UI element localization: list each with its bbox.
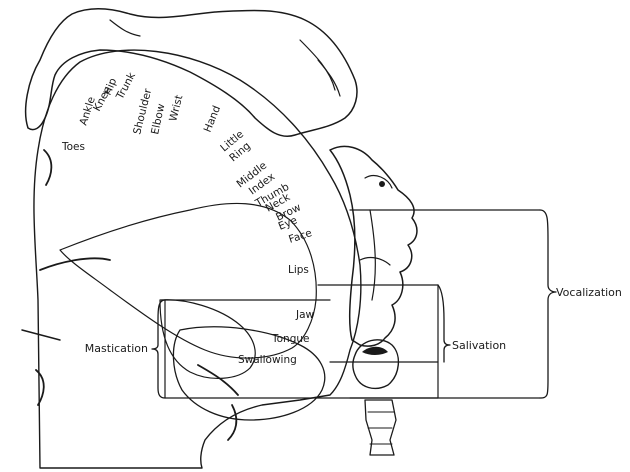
function-labels: Vocalization Salivation Mastication: [85, 286, 622, 355]
label-jaw: Jaw: [295, 309, 315, 321]
label-wrist: Wrist: [167, 94, 185, 123]
label-swallowing: Swallowing: [238, 354, 297, 366]
label-lips: Lips: [288, 264, 309, 276]
homunculus-figure: [24, 8, 418, 456]
label-trunk: Trunk: [114, 70, 139, 103]
vocalization-label: Vocalization: [556, 286, 622, 299]
mastication-label: Mastication: [85, 342, 148, 355]
label-elbow: Elbow: [149, 102, 167, 135]
connector-lines: [151, 209, 557, 399]
cortex-section: [21, 49, 362, 469]
label-toes: Toes: [61, 141, 85, 153]
label-face: Face: [287, 227, 313, 246]
label-tongue: Tongue: [271, 333, 310, 345]
salivation-label: Salivation: [452, 339, 506, 352]
label-hand: Hand: [202, 104, 223, 134]
